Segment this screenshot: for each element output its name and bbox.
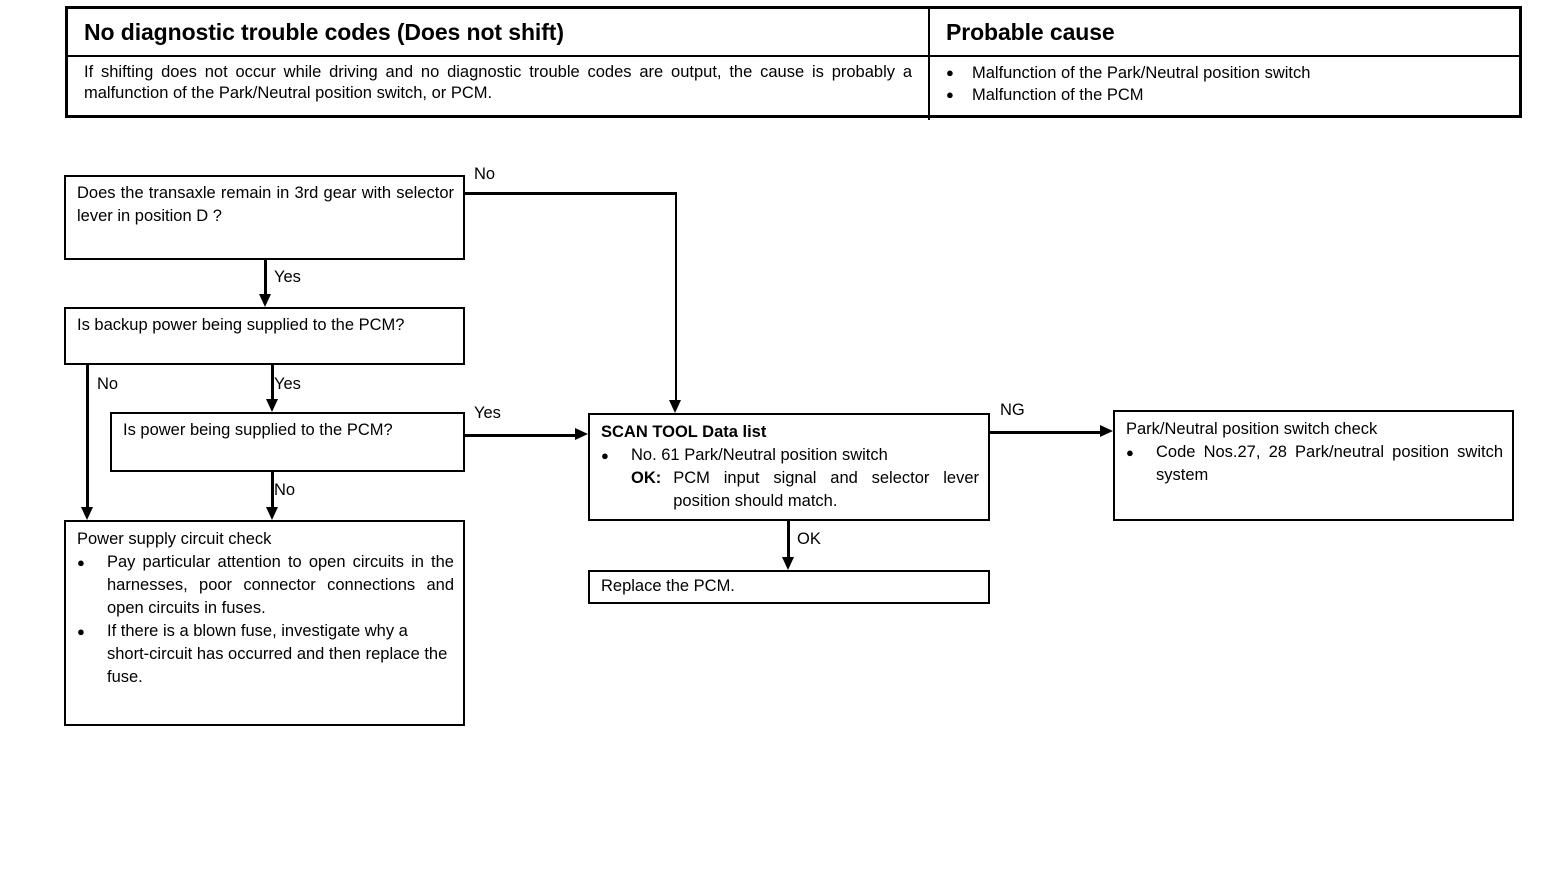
edge-label-q1-no: No bbox=[474, 165, 496, 183]
table-header-row: No diagnostic trouble codes (Does not sh… bbox=[68, 9, 1519, 57]
scan-tool-ok-label: OK: bbox=[631, 469, 662, 487]
list-item: ● Code Nos.27, 28 Park/neutral position … bbox=[1126, 441, 1503, 487]
connector-scan-ng-arrowhead bbox=[1100, 425, 1113, 437]
edge-label-q3-yes: Yes bbox=[474, 404, 501, 422]
list-item: ● If there is a blown fuse, investigate … bbox=[77, 620, 454, 689]
symptom-title: No diagnostic trouble codes (Does not sh… bbox=[84, 18, 564, 45]
list-item-label: Code Nos.27, 28 Park/neutral position sw… bbox=[1156, 443, 1503, 484]
list-item: ● Malfunction of the PCM bbox=[946, 84, 1503, 106]
connector-q2-yes-vertical bbox=[271, 365, 274, 399]
edge-label-q1-yes: Yes bbox=[274, 268, 301, 286]
flow-node-pn-switch-check: Park/Neutral position switch check ● Cod… bbox=[1113, 410, 1514, 521]
connector-q2-no-vertical bbox=[86, 365, 89, 507]
flow-node-q-power-supplied-text: Is power being supplied to the PCM? bbox=[123, 421, 393, 439]
connector-q1-yes-vertical bbox=[264, 260, 267, 294]
edge-label-q2-yes: Yes bbox=[274, 375, 301, 393]
flow-node-power-supply-check-title: Power supply circuit check bbox=[77, 530, 272, 548]
flow-node-replace-pcm-text: Replace the PCM. bbox=[601, 577, 735, 595]
connector-q1-no-vertical bbox=[674, 192, 677, 400]
list-item-label: Pay particular attention to open circuit… bbox=[107, 553, 454, 617]
edge-label-q2-no: No bbox=[97, 375, 119, 393]
bullet-icon: ● bbox=[77, 555, 85, 570]
flow-node-q-backup-power: Is backup power being supplied to the PC… bbox=[64, 307, 465, 365]
table-body-cell-cause: ● Malfunction of the Park/Neutral positi… bbox=[930, 57, 1519, 120]
bullet-icon: ● bbox=[601, 448, 609, 463]
scan-tool-ok-text: PCM input signal and selector lever posi… bbox=[673, 469, 979, 510]
connector-scan-ok-arrowhead bbox=[781, 557, 794, 570]
bullet-icon: ● bbox=[77, 624, 85, 639]
table-body-row: If shifting does not occur while driving… bbox=[68, 57, 1519, 120]
connector-q3-yes-horizontal bbox=[465, 434, 577, 437]
list-item: ● Pay particular attention to open circu… bbox=[77, 551, 454, 620]
flow-node-replace-pcm: Replace the PCM. bbox=[588, 570, 990, 604]
connector-q3-no-vertical bbox=[271, 472, 274, 507]
probable-cause-list: ● Malfunction of the Park/Neutral positi… bbox=[946, 62, 1503, 106]
connector-scan-ok-vertical bbox=[787, 521, 790, 557]
connector-q1-yes-arrowhead bbox=[258, 294, 271, 307]
list-item: ● Malfunction of the Park/Neutral positi… bbox=[946, 62, 1503, 84]
connector-q3-no-arrowhead bbox=[265, 507, 278, 520]
flow-node-q-backup-power-text: Is backup power being supplied to the PC… bbox=[77, 316, 405, 334]
flow-node-power-supply-check: Power supply circuit check ● Pay particu… bbox=[64, 520, 465, 726]
connector-q2-no-arrowhead bbox=[80, 507, 93, 520]
flow-node-q-power-supplied: Is power being supplied to the PCM? bbox=[110, 412, 465, 472]
bullet-icon: ● bbox=[946, 87, 954, 102]
table-header-cell-symptom: No diagnostic trouble codes (Does not sh… bbox=[68, 9, 930, 55]
flow-node-scan-tool: SCAN TOOL Data list ● No. 61 Park/Neutra… bbox=[588, 413, 990, 521]
flow-node-scan-tool-title: SCAN TOOL Data list bbox=[601, 423, 767, 441]
list-item-label: Malfunction of the PCM bbox=[972, 86, 1144, 104]
connector-scan-ng-horizontal bbox=[990, 431, 1102, 434]
list-item-label: Malfunction of the Park/Neutral position… bbox=[972, 64, 1311, 82]
symptom-chart-table: No diagnostic trouble codes (Does not sh… bbox=[65, 6, 1522, 120]
connector-q1-no-arrowhead bbox=[669, 400, 681, 413]
connector-q2-yes-arrowhead bbox=[265, 399, 278, 412]
list-item-label: No. 61 Park/Neutral position switch bbox=[631, 446, 888, 464]
table-header-cell-cause: Probable cause bbox=[930, 9, 1519, 55]
list-item-label: If there is a blown fuse, investigate wh… bbox=[107, 622, 448, 686]
edge-label-scan-ok: OK bbox=[797, 530, 821, 548]
table-body-cell-symptom: If shifting does not occur while driving… bbox=[68, 57, 930, 120]
scan-tool-ok-row: OK: PCM input signal and selector lever … bbox=[601, 467, 979, 513]
edge-label-q3-no: No bbox=[274, 481, 296, 499]
flow-node-q-third-gear: Does the transaxle remain in 3rd gear wi… bbox=[64, 175, 465, 260]
bullet-icon: ● bbox=[946, 65, 954, 80]
connector-q1-no-horizontal bbox=[465, 192, 677, 195]
probable-cause-title: Probable cause bbox=[946, 18, 1115, 45]
connector-q3-yes-arrowhead bbox=[575, 428, 588, 440]
flow-node-q-third-gear-text: Does the transaxle remain in 3rd gear wi… bbox=[77, 184, 454, 225]
edge-label-scan-ng: NG bbox=[1000, 401, 1025, 419]
list-item: ● No. 61 Park/Neutral position switch bbox=[601, 444, 979, 467]
symptom-description: If shifting does not occur while driving… bbox=[84, 63, 912, 102]
bullet-icon: ● bbox=[1126, 445, 1134, 460]
flow-node-pn-switch-check-title: Park/Neutral position switch check bbox=[1126, 420, 1378, 438]
